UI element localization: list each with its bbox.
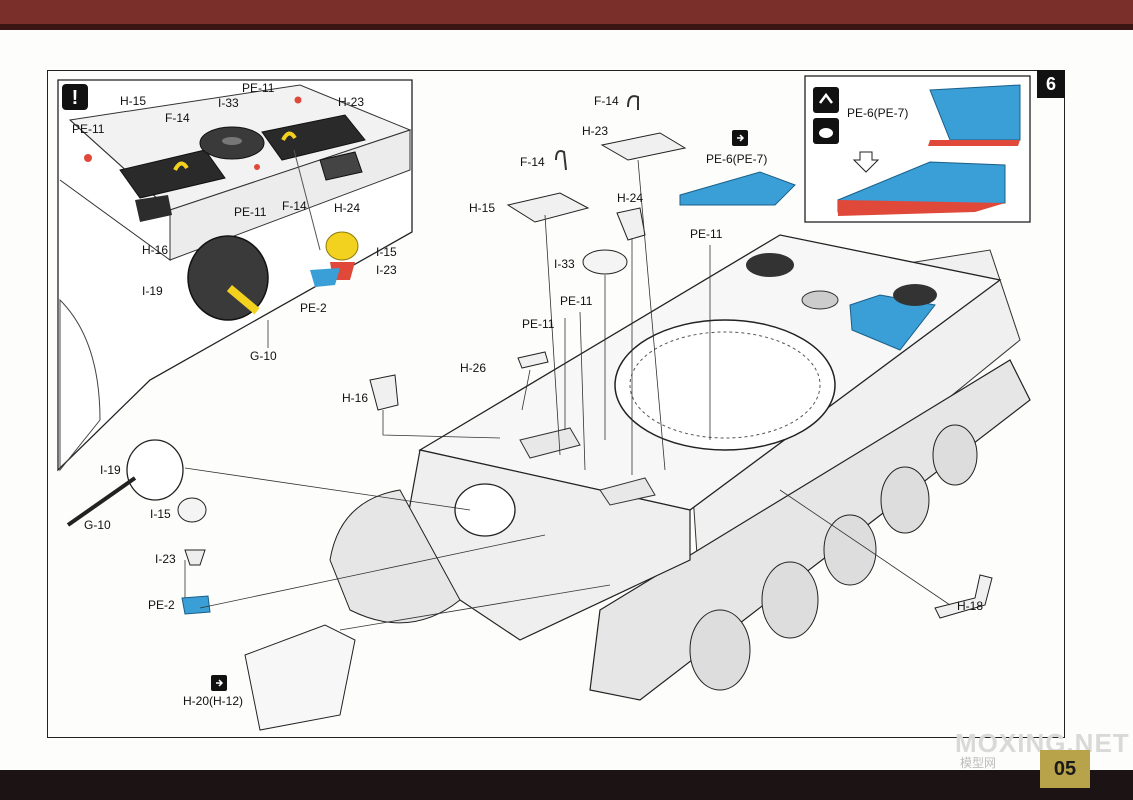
step-number: 6 <box>1037 70 1065 98</box>
pe-option-box: PE-6(PE-7) <box>804 75 1031 223</box>
inset-label-pe2: PE-2 <box>300 301 327 315</box>
label-pe11-b: PE-11 <box>560 294 593 308</box>
label-h18: H-18 <box>957 599 983 613</box>
label-h16: H-16 <box>342 391 368 405</box>
part-f14-b <box>555 150 567 171</box>
part-pe2 <box>181 595 211 615</box>
option-icon-pe6 <box>732 130 748 146</box>
part-h20 <box>244 624 356 731</box>
label-i23: I-23 <box>155 552 176 566</box>
inset-label-f14-b: F-14 <box>282 199 307 213</box>
label-g10: G-10 <box>84 518 111 532</box>
inset-label-i15: I-15 <box>376 245 397 259</box>
part-h26 <box>517 351 549 369</box>
inset-label-f14-a: F-14 <box>165 111 190 125</box>
label-pe2: PE-2 <box>148 598 175 612</box>
part-h18 <box>934 574 993 619</box>
header-band-shadow <box>0 24 1133 30</box>
footer-band <box>0 770 1133 800</box>
label-i15: I-15 <box>150 507 171 521</box>
watermark-sub: 模型网 <box>960 756 997 770</box>
part-i23 <box>184 549 206 566</box>
pe2-plate-inset <box>310 268 340 287</box>
inset-label-i33: I-33 <box>218 96 239 110</box>
inset-label-h16: H-16 <box>142 243 168 257</box>
inset-label-i19: I-19 <box>142 284 163 298</box>
option-icon <box>211 675 227 691</box>
inset-label-h15: H-15 <box>120 94 146 108</box>
header-band <box>0 0 1133 24</box>
step-frame <box>47 70 1065 738</box>
inset-label-i23: I-23 <box>376 263 397 277</box>
g10-barrel <box>226 285 260 315</box>
exclamation-icon: ! <box>62 84 88 110</box>
label-h20: H-20(H-12) <box>183 694 243 708</box>
label-i19: I-19 <box>100 463 121 477</box>
part-i19 <box>126 439 184 501</box>
svg-text:!: ! <box>72 87 79 109</box>
part-i15 <box>177 497 207 523</box>
part-h16 <box>369 374 399 411</box>
inset-label-h23: H-23 <box>338 95 364 109</box>
part-h15 <box>506 192 590 223</box>
pe-option-label: PE-6(PE-7) <box>847 106 908 120</box>
label-h15: H-15 <box>469 201 495 215</box>
label-pe6: PE-6(PE-7) <box>706 152 767 166</box>
tank-hull <box>329 234 1031 701</box>
label-h23: H-23 <box>582 124 608 138</box>
part-i33 <box>582 249 628 275</box>
part-h24 <box>616 207 646 241</box>
page-number: 05 <box>1040 750 1090 788</box>
part-f14-a <box>627 95 639 110</box>
inset-label-pe11-a: PE-11 <box>72 122 105 136</box>
inset-label-h24: H-24 <box>334 201 360 215</box>
hatch-open-icon <box>813 87 839 113</box>
inset-label-g10: G-10 <box>250 349 277 363</box>
inset-label-pe11-b: PE-11 <box>242 81 275 95</box>
label-h24: H-24 <box>617 191 643 205</box>
f14-handle-b <box>281 131 297 141</box>
inset-label-pe11-c: PE-11 <box>234 205 267 219</box>
label-pe11-c: PE-11 <box>522 317 555 331</box>
arrow-down-icon <box>852 151 880 173</box>
label-f14-a: F-14 <box>594 94 619 108</box>
inset-detail: ! H-15 PE-11 <box>57 79 413 472</box>
part-h23 <box>600 132 687 161</box>
leader-lines <box>184 159 951 631</box>
part-g10 <box>66 476 137 527</box>
part-pe6 <box>679 171 796 206</box>
label-pe11-a: PE-11 <box>690 227 723 241</box>
f14-handle-a <box>173 161 189 171</box>
hatch-closed-icon <box>813 118 839 144</box>
label-h26: H-26 <box>460 361 486 375</box>
parts-main <box>66 95 993 731</box>
label-i33: I-33 <box>554 257 575 271</box>
label-f14-b: F-14 <box>520 155 545 169</box>
